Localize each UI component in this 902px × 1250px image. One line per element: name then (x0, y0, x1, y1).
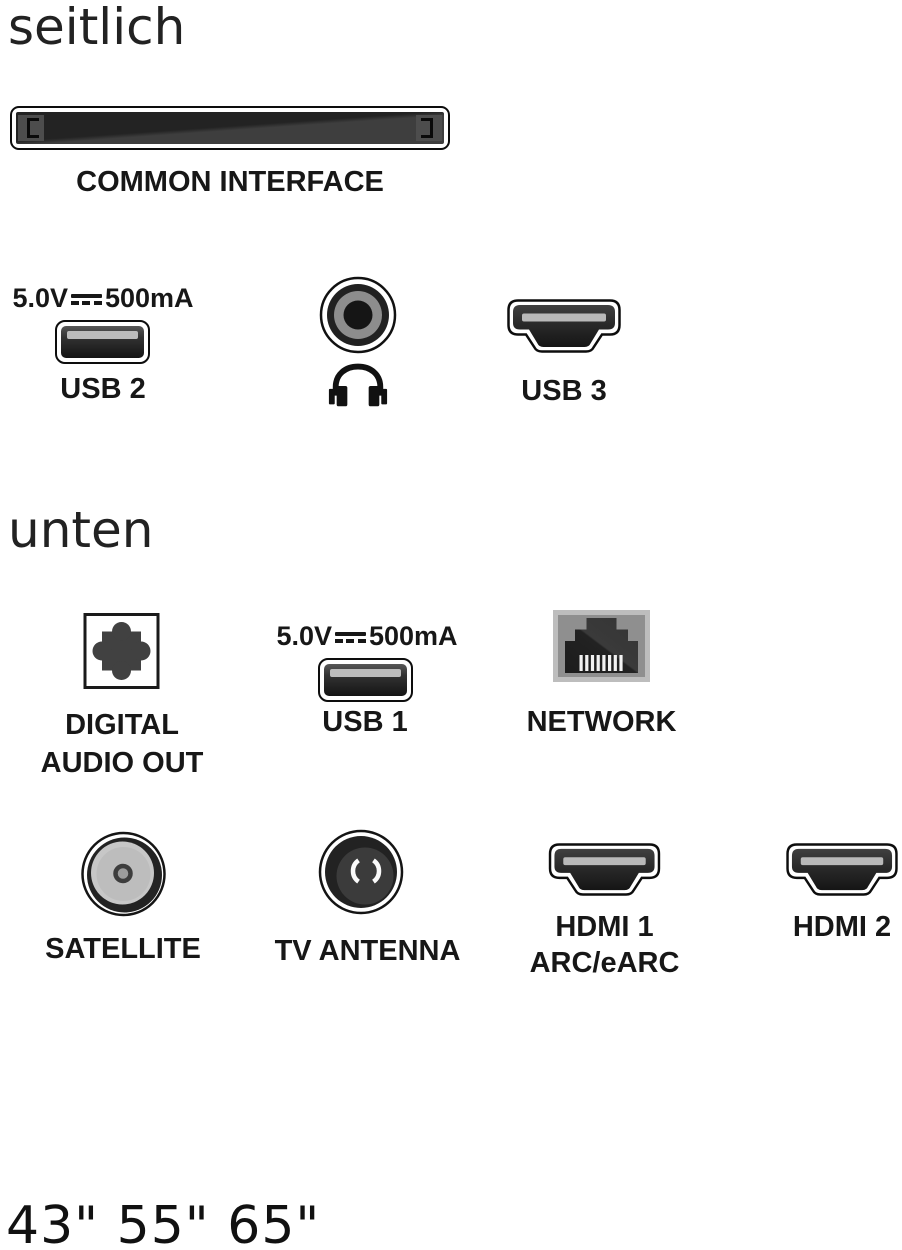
ci-slot-right-bracket (416, 115, 442, 141)
common-interface-slot-icon (10, 106, 450, 150)
usb3-port-icon (507, 299, 621, 353)
headphones-icon (326, 360, 390, 408)
usb1-port-icon (318, 658, 413, 702)
digital-audio-label-line1: DIGITAL (65, 709, 179, 741)
screen-sizes-text: 43" 55" 65" (6, 1196, 321, 1250)
hdmi1-label: HDMI 1 (555, 911, 654, 943)
section-title-side: seitlich (8, 0, 186, 56)
dc-current-icon (334, 632, 366, 643)
satellite-label: SATELLITE (45, 933, 201, 965)
hdmi2-port-icon (786, 843, 898, 896)
common-interface-slot-opening (16, 112, 444, 144)
usb1-current-text: 500mA (368, 621, 458, 651)
usb2-current-text: 500mA (104, 283, 194, 313)
common-interface-label: COMMON INTERFACE (76, 166, 384, 198)
ci-slot-left-bracket (18, 115, 44, 141)
network-port-icon (553, 610, 650, 682)
usb1-label: USB 1 (322, 706, 408, 738)
usb3-label: USB 3 (521, 375, 607, 407)
dc-current-icon (70, 294, 102, 305)
usb2-voltage-text: 5.0V (12, 283, 68, 313)
usb2-port-icon (55, 320, 150, 364)
tv-antenna-connector-icon (317, 829, 405, 917)
network-label: NETWORK (526, 706, 677, 738)
usb1-power-rating: 5.0V 500mA (272, 621, 462, 652)
usb2-label: USB 2 (60, 373, 146, 405)
digital-audio-out-icon (83, 612, 160, 690)
digital-audio-label-line2: AUDIO OUT (40, 747, 204, 779)
hdmi1-port-icon (548, 843, 661, 896)
satellite-connector-icon (80, 830, 168, 920)
section-title-bottom: unten (8, 501, 154, 559)
tv-antenna-label: TV ANTENNA (274, 935, 461, 967)
hdmi1-arc-sublabel: ARC/eARC (529, 947, 680, 979)
usb2-power-rating: 5.0V 500mA (8, 283, 198, 314)
hdmi2-label: HDMI 2 (792, 911, 892, 943)
usb1-voltage-text: 5.0V (276, 621, 332, 651)
headphone-jack-icon (319, 276, 397, 354)
